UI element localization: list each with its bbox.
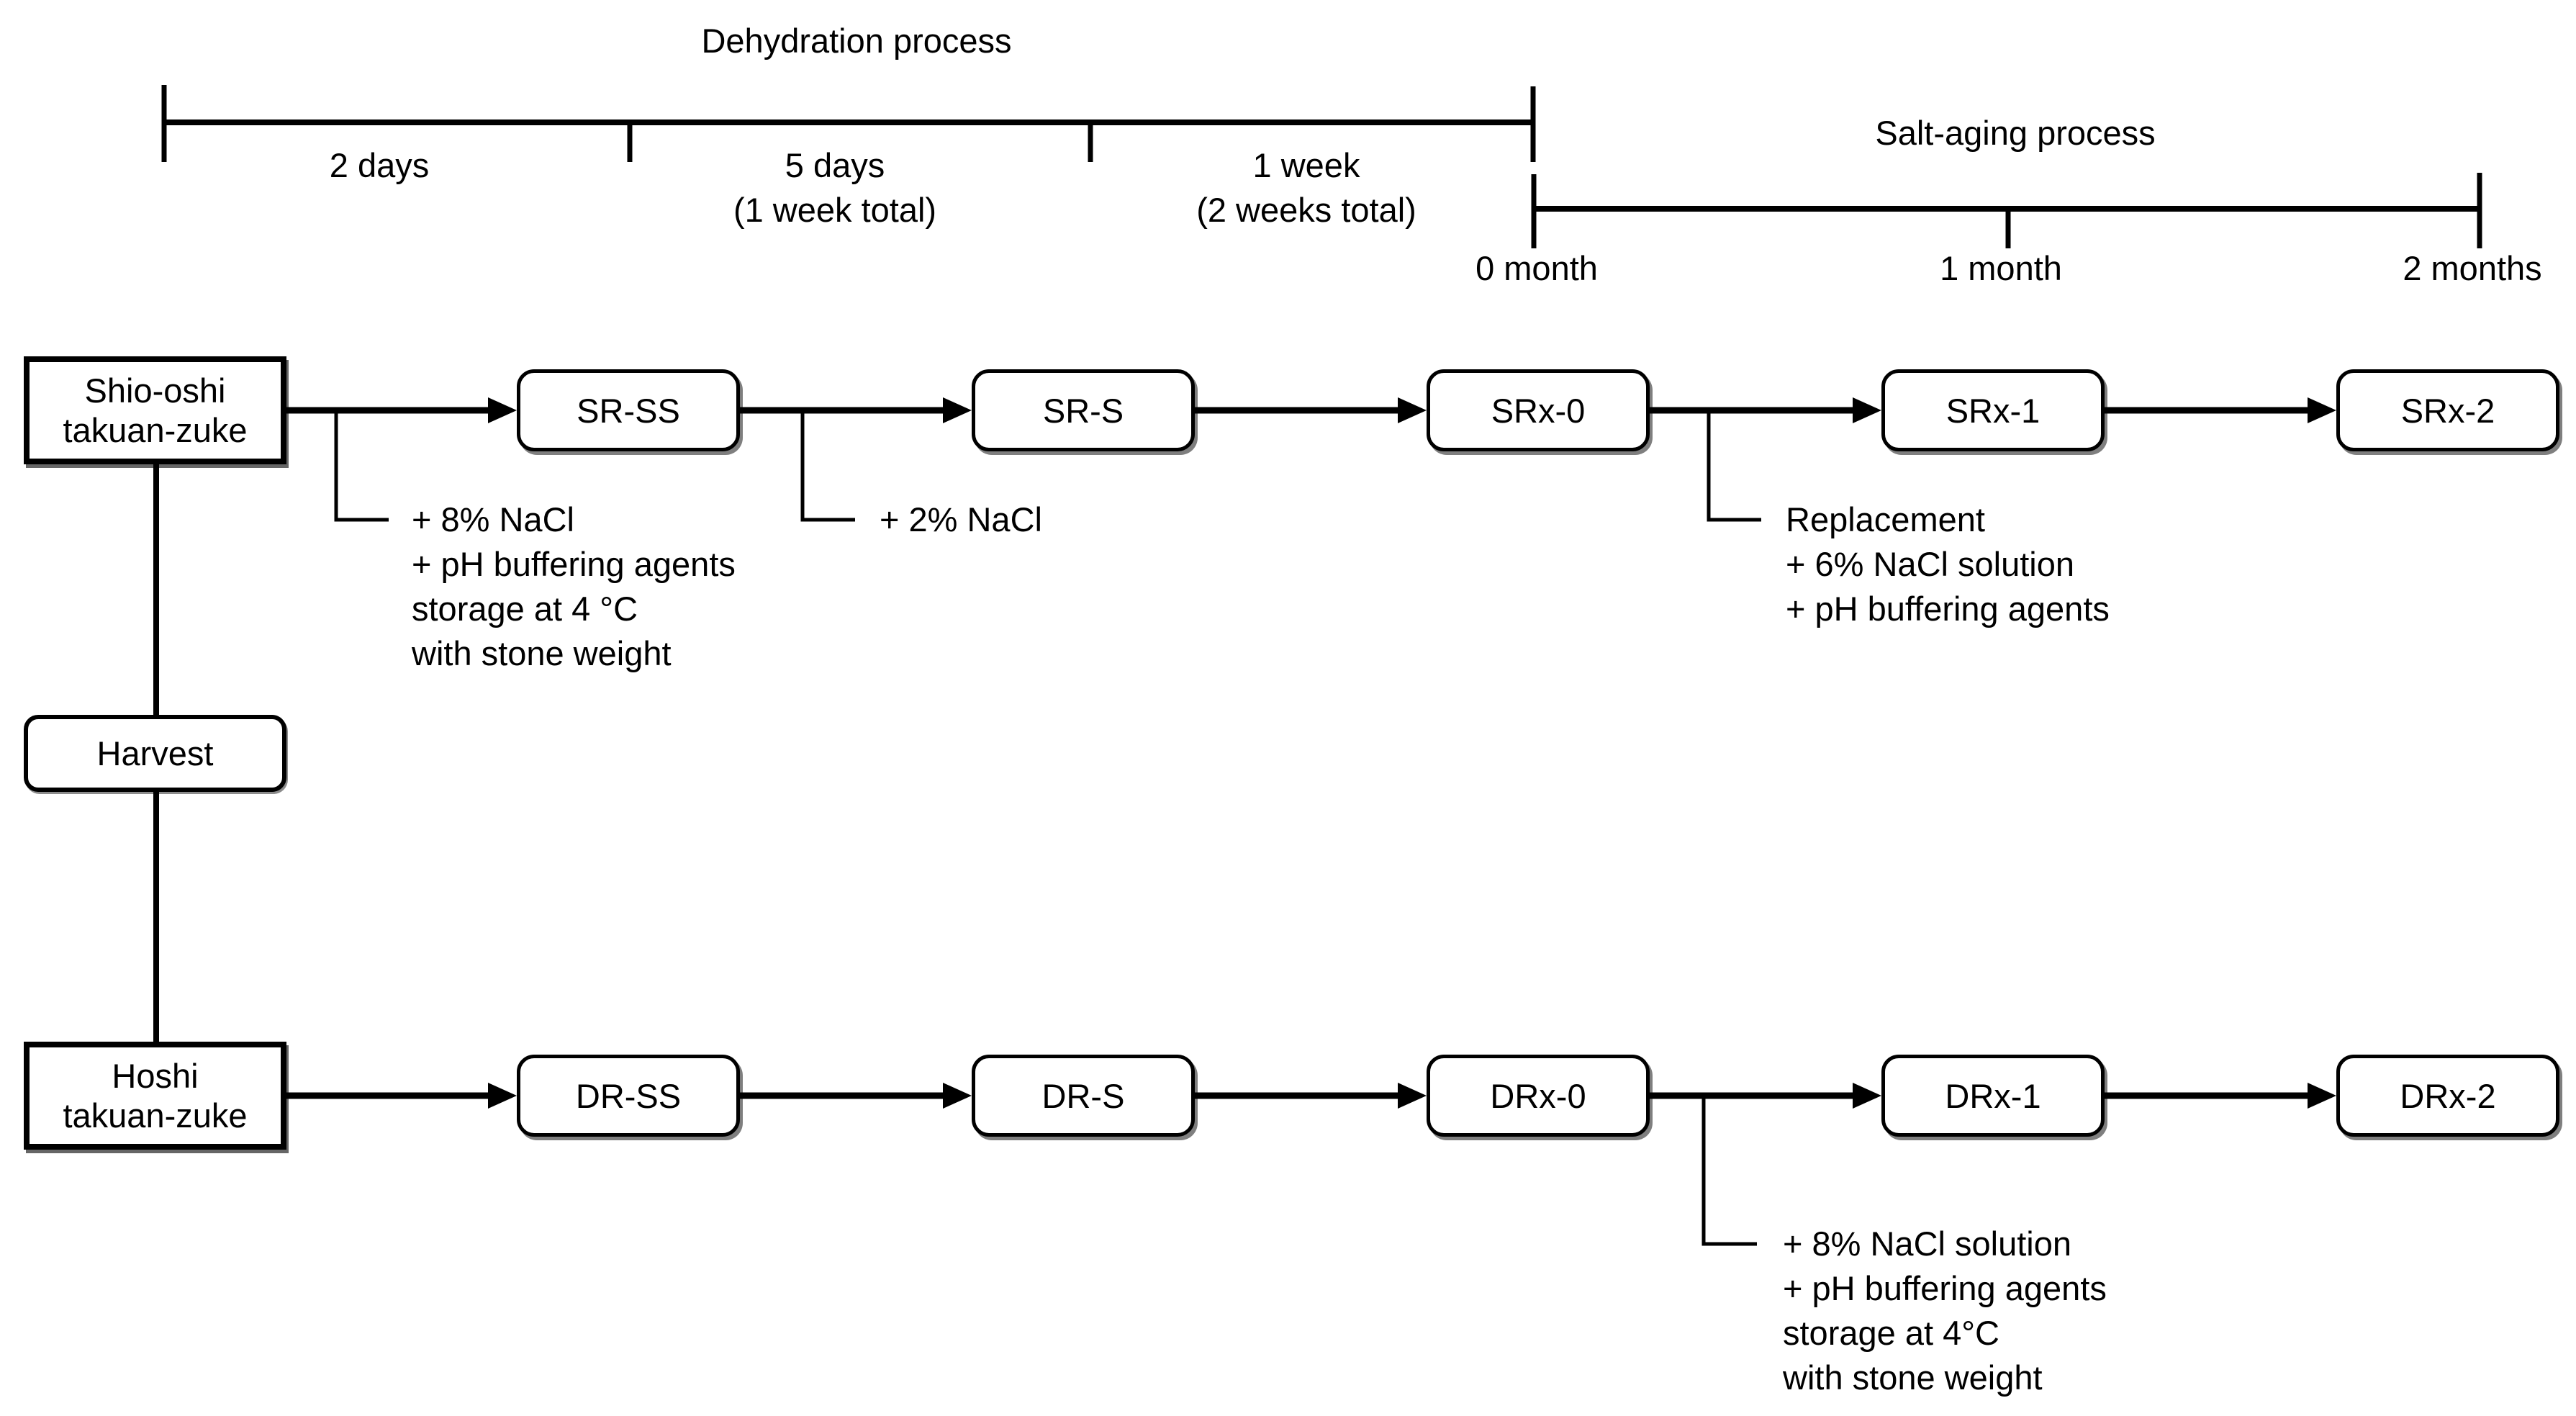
- node-srx-0-label: SRx-0: [1491, 391, 1586, 430]
- node-shio-oshi-line1: Shio-oshi: [84, 371, 226, 410]
- node-hoshi-line2: takuan-zuke: [63, 1096, 248, 1135]
- node-sr-s-label: SR-S: [1042, 391, 1124, 430]
- tick-label-2months: 2 months: [2403, 249, 2542, 287]
- node-srx-1-label: SRx-1: [1945, 391, 2041, 430]
- annotation-dr-fill: + 8% NaCl solution + pH buffering agents…: [1783, 1222, 2107, 1400]
- interval-1week-label: 1 week: [1252, 146, 1360, 184]
- node-sr-ss: SR-SS: [517, 369, 740, 451]
- branch-sr-replacement: [1707, 413, 1761, 522]
- node-sr-s: SR-S: [972, 369, 1195, 451]
- annotation-dr-fill-line2: + pH buffering agents: [1783, 1269, 2107, 1307]
- annotation-sr-start-line1: + 8% NaCl: [412, 500, 574, 538]
- annotation-dr-fill-line4: with stone weight: [1783, 1358, 2043, 1397]
- annotation-sr-salt: + 2% NaCl: [880, 497, 1042, 542]
- node-shio-oshi: Shio-oshi takuan-zuke: [24, 356, 286, 464]
- interval-5days-sublabel: (1 week total): [733, 191, 937, 229]
- node-dr-ss-label: DR-SS: [575, 1076, 682, 1115]
- node-srx-2: SRx-2: [2336, 369, 2559, 451]
- salt-aging-title: Salt-aging process: [1875, 114, 2156, 152]
- annotation-sr-start: + 8% NaCl + pH buffering agents storage …: [412, 497, 736, 676]
- tick-label-0month: 0 month: [1475, 249, 1598, 287]
- annotation-dr-fill-line3: storage at 4°C: [1783, 1314, 1999, 1352]
- node-drx-2-label: DRx-2: [2400, 1076, 2496, 1115]
- annotation-sr-salt-line1: + 2% NaCl: [880, 500, 1042, 538]
- node-sr-ss-label: SR-SS: [577, 391, 680, 430]
- annotation-sr-replacement: Replacement + 6% NaCl solution + pH buff…: [1786, 497, 2110, 631]
- annotation-dr-fill-line1: + 8% NaCl solution: [1783, 1225, 2072, 1263]
- node-drx-0-label: DRx-0: [1490, 1076, 1586, 1115]
- node-drx-0: DRx-0: [1427, 1055, 1650, 1137]
- annotation-sr-replacement-line1: Replacement: [1786, 500, 1985, 538]
- tick-label-1month: 1 month: [1940, 249, 2062, 287]
- node-harvest: Harvest: [24, 715, 286, 792]
- branch-dr-fill: [1701, 1099, 1757, 1246]
- annotation-sr-start-line4: with stone weight: [412, 634, 672, 672]
- node-hoshi: Hoshi takuan-zuke: [24, 1042, 286, 1150]
- node-harvest-label: Harvest: [96, 734, 214, 772]
- branch-sr-salt: [800, 413, 855, 522]
- sr-flow-arrows: [286, 397, 2336, 423]
- node-srx-0: SRx-0: [1427, 369, 1650, 451]
- annotation-sr-start-line2: + pH buffering agents: [412, 545, 736, 583]
- branch-sr-start: [334, 413, 389, 522]
- node-shio-oshi-line2: takuan-zuke: [63, 411, 248, 449]
- node-drx-1-label: DRx-1: [1945, 1076, 2041, 1115]
- annotation-sr-replacement-line2: + 6% NaCl solution: [1786, 545, 2075, 583]
- node-drx-1: DRx-1: [1881, 1055, 2105, 1137]
- node-dr-s-label: DR-S: [1041, 1076, 1125, 1115]
- interval-5days: 5 days (1 week total): [733, 143, 936, 233]
- interval-5days-label: 5 days: [785, 146, 885, 184]
- node-hoshi-line1: Hoshi: [112, 1057, 199, 1095]
- annotation-sr-replacement-line3: + pH buffering agents: [1786, 590, 2110, 628]
- node-dr-s: DR-S: [972, 1055, 1195, 1137]
- node-srx-2-label: SRx-2: [2400, 391, 2495, 430]
- annotation-sr-start-line3: storage at 4 °C: [412, 590, 638, 628]
- interval-1week-sublabel: (2 weeks total): [1196, 191, 1416, 229]
- dehydration-title: Dehydration process: [701, 22, 1012, 60]
- node-drx-2: DRx-2: [2336, 1055, 2559, 1137]
- interval-1week: 1 week (2 weeks total): [1196, 143, 1416, 233]
- node-dr-ss: DR-SS: [517, 1055, 740, 1137]
- interval-2days: 2 days: [329, 146, 430, 184]
- node-srx-1: SRx-1: [1881, 369, 2105, 451]
- dr-flow-arrows: [286, 1083, 2336, 1109]
